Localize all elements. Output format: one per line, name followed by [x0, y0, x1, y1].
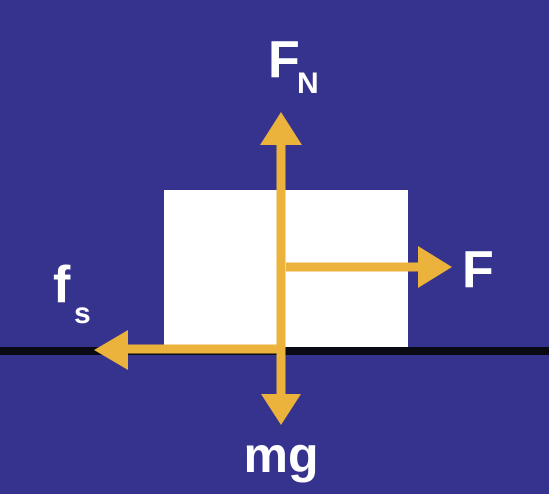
friction-arrowhead	[94, 330, 128, 370]
normal-force-arrow	[260, 112, 302, 348]
normal-force-subscript: N	[297, 67, 319, 100]
weight-label: mg	[244, 427, 319, 483]
applied-force-label: F	[462, 241, 494, 299]
applied-force-arrow	[286, 246, 452, 288]
weight-arrowhead	[261, 394, 301, 425]
friction-label: f	[53, 256, 71, 314]
friction-subscript: s	[74, 297, 91, 330]
normal-force-arrowhead	[260, 112, 302, 145]
friction-arrow	[94, 330, 277, 370]
applied-force-arrowhead	[418, 246, 452, 288]
weight-arrow	[261, 346, 301, 425]
normal-force-label: F	[268, 31, 300, 89]
